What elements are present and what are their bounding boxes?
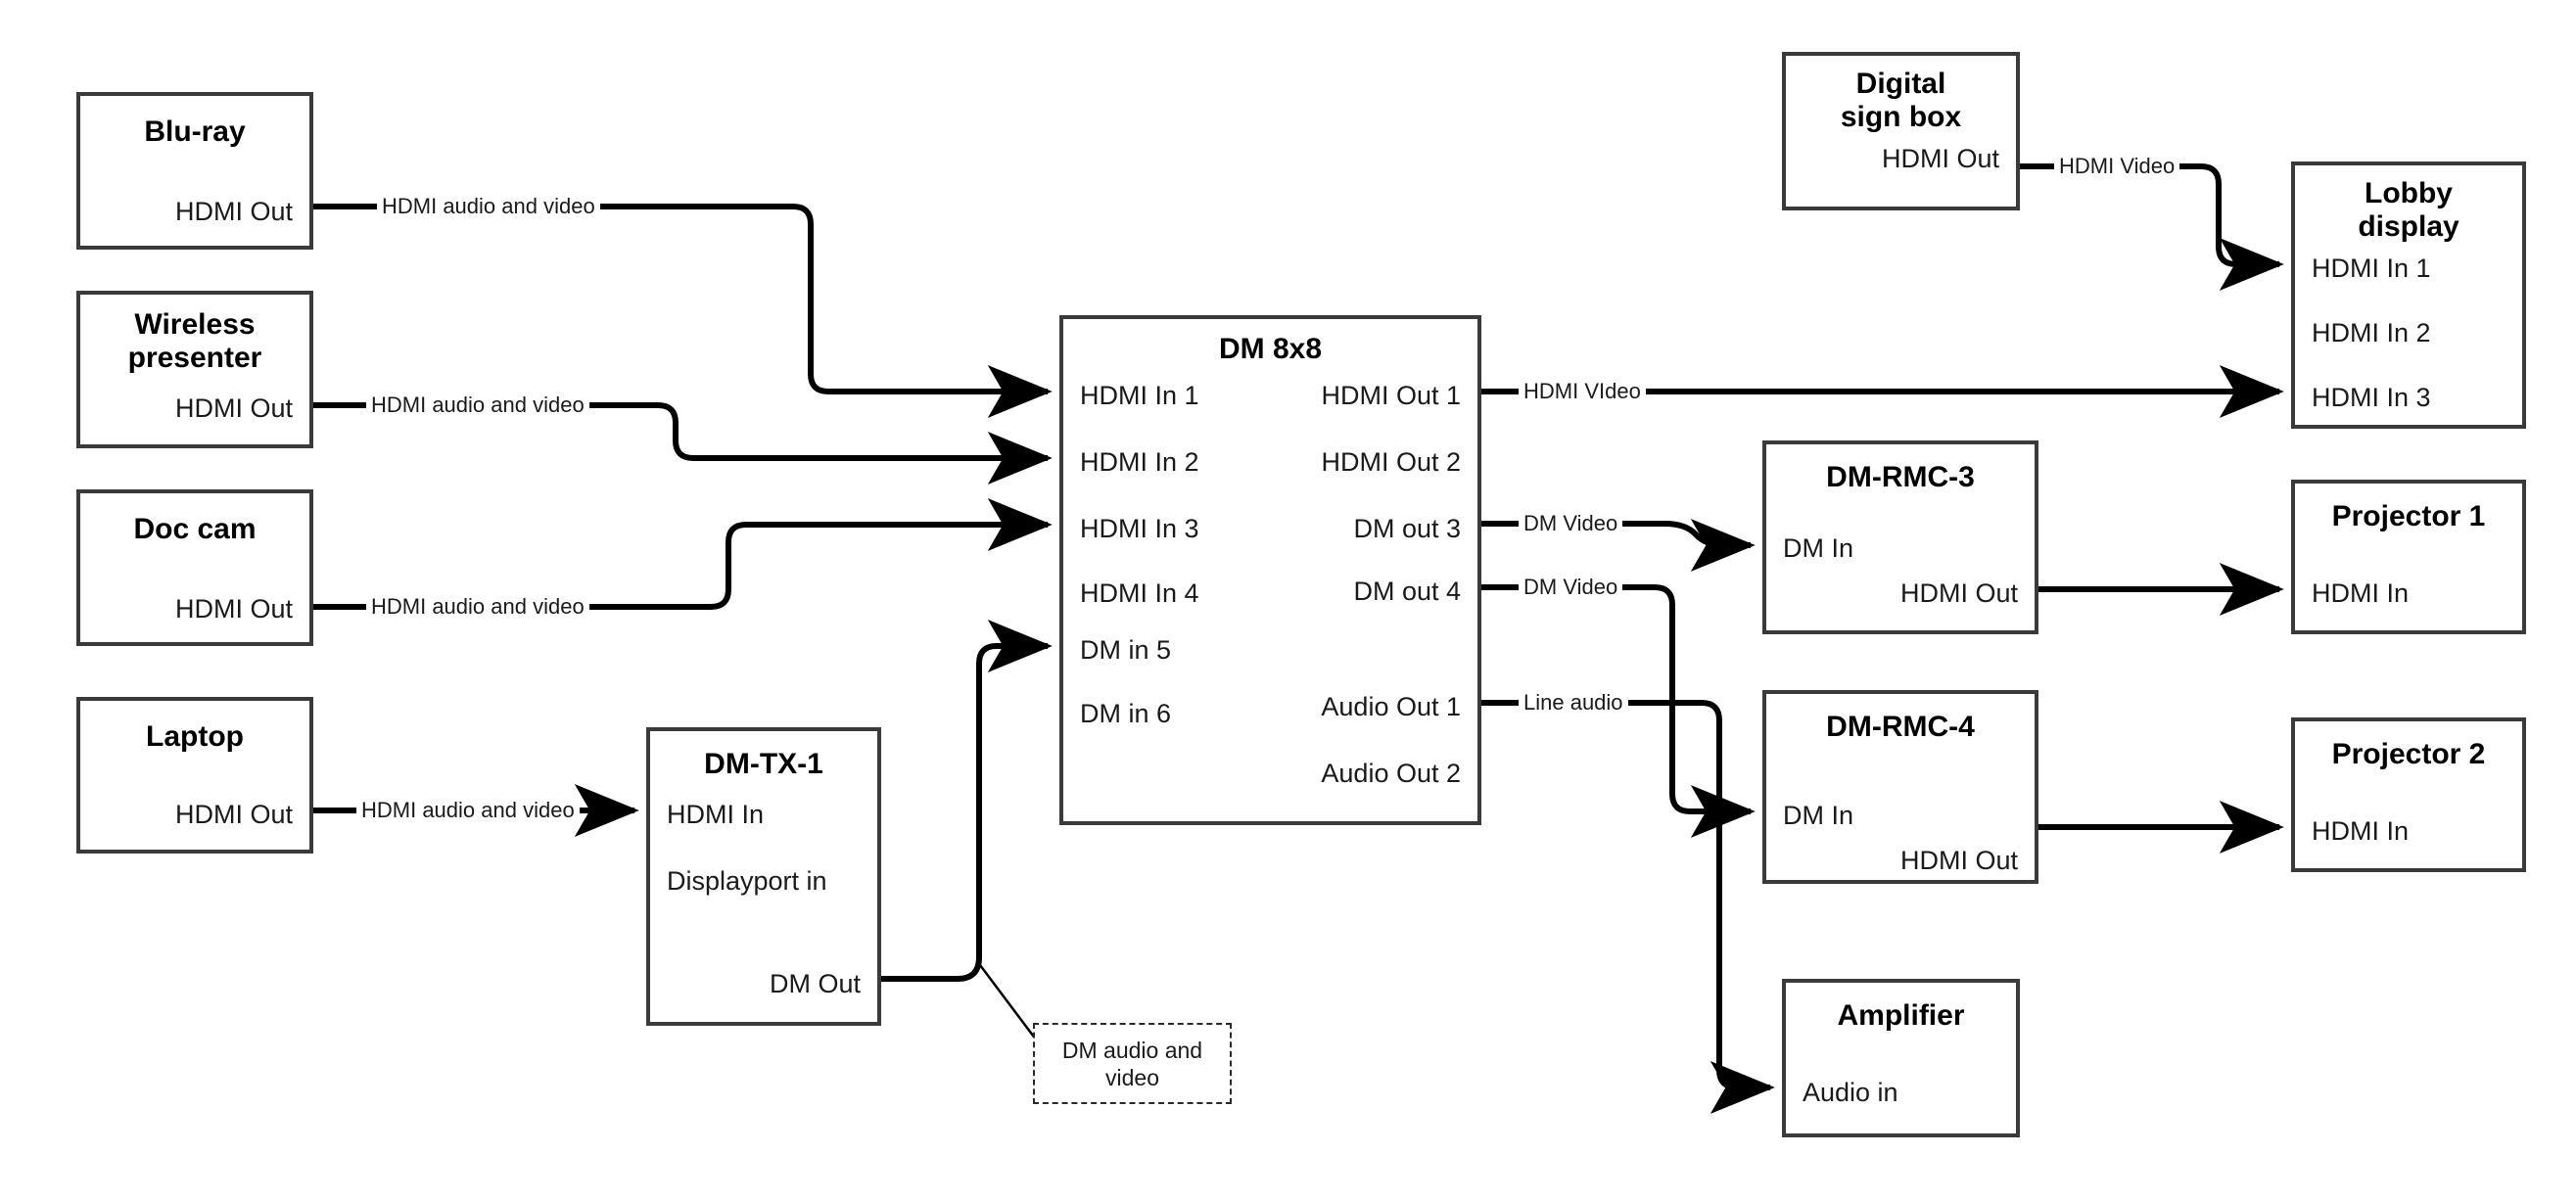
wire-wireless-to-dm8x8 xyxy=(313,402,1053,485)
wire-bluray-to-dm8x8 xyxy=(313,204,1053,418)
node-dm-8x8-port-dm-in-5: DM in 5 xyxy=(1080,635,1172,665)
wire-label-laptop: HDMI audio and video xyxy=(356,799,580,822)
node-projector-1-title: Projector 1 xyxy=(2331,500,2486,532)
node-lobby-display[interactable]: Lobby display HDMI In 1 HDMI In 2 HDMI I… xyxy=(2291,162,2526,429)
node-dm-8x8-port-audio-out-1: Audio Out 1 xyxy=(1321,692,1461,721)
node-dm-8x8[interactable]: DM 8x8 HDMI In 1 HDMI In 2 HDMI In 3 HDM… xyxy=(1059,315,1481,825)
node-dm-8x8-port-dm-in-6: DM in 6 xyxy=(1080,699,1172,728)
node-dm-8x8-port-hdmi-in-2: HDMI In 2 xyxy=(1080,447,1199,477)
node-doc-cam-port-hdmi-out: HDMI Out xyxy=(174,594,293,624)
node-amplifier-title: Amplifier xyxy=(1837,999,1965,1032)
node-dm-8x8-port-hdmi-in-3: HDMI In 3 xyxy=(1080,514,1199,543)
node-dm-8x8-port-hdmi-out-1: HDMI Out 1 xyxy=(1321,381,1461,410)
node-dm-tx-1-port-hdmi-in: HDMI In xyxy=(667,800,765,829)
node-lobby-display-title: Lobby display xyxy=(2358,177,2459,243)
node-bluray-title: Blu-ray xyxy=(144,115,246,148)
node-dm-rmc-4-title: DM-RMC-4 xyxy=(1826,711,1975,743)
wire-dm8x8-out3-to-rmc3 xyxy=(1481,519,1756,572)
wire-label-sign-to-lobby: HDMI Video xyxy=(2054,155,2180,178)
node-projector-1-port-hdmi-in: HDMI In xyxy=(2312,578,2410,608)
node-dm-8x8-port-audio-out-2: Audio Out 2 xyxy=(1321,759,1461,788)
node-doc-cam[interactable]: Doc cam HDMI Out xyxy=(76,489,313,646)
node-dm-rmc-4[interactable]: DM-RMC-4 DM In HDMI Out xyxy=(1762,690,2038,884)
node-dm-tx-1-port-displayport-in: Displayport in xyxy=(667,866,827,896)
wire-label-audio-out1: Line audio xyxy=(1519,691,1628,715)
node-dm-tx-1[interactable]: DM-TX-1 HDMI In Displayport in DM Out xyxy=(646,727,881,1026)
node-dm-tx-1-port-dm-out: DM Out xyxy=(769,969,861,998)
node-laptop[interactable]: Laptop HDMI Out xyxy=(76,697,313,854)
wire-label-bluray: HDMI audio and video xyxy=(377,195,600,218)
wire-sign-to-lobby xyxy=(2020,163,2284,291)
node-laptop-port-hdmi-out: HDMI Out xyxy=(174,800,293,829)
wire-label-dm-out1: HDMI VIdeo xyxy=(1519,380,1646,403)
node-digital-sign-box-title: Digital sign box xyxy=(1840,68,1962,133)
node-amplifier-port-audio-in: Audio in xyxy=(1803,1078,1898,1107)
node-wireless-presenter-title: Wireless presenter xyxy=(127,308,262,374)
node-lobby-display-port-hdmi-in-1: HDMI In 1 xyxy=(2312,254,2431,283)
node-wireless-presenter[interactable]: Wireless presenter HDMI Out xyxy=(76,291,313,448)
node-bluray[interactable]: Blu-ray HDMI Out xyxy=(76,92,313,250)
node-dm-rmc-4-port-hdmi-out: HDMI Out xyxy=(1899,846,2018,875)
node-lobby-display-port-hdmi-in-3: HDMI In 3 xyxy=(2312,383,2431,412)
node-projector-1[interactable]: Projector 1 HDMI In xyxy=(2291,480,2526,634)
node-projector-2-port-hdmi-in: HDMI In xyxy=(2312,816,2410,846)
wire-label-dm-out4: DM Video xyxy=(1519,576,1623,599)
node-dm-rmc-3[interactable]: DM-RMC-3 DM In HDMI Out xyxy=(1762,440,2038,634)
wire-dmtx1-to-dm8x8 xyxy=(881,620,1053,982)
node-digital-sign-box-port-hdmi-out: HDMI Out xyxy=(1881,144,1999,173)
wire-label-doccam: HDMI audio and video xyxy=(366,595,589,619)
node-dm-8x8-title: DM 8x8 xyxy=(1218,333,1323,365)
node-dm-8x8-port-dm-out-3: DM out 3 xyxy=(1353,514,1461,543)
node-dm-rmc-3-port-hdmi-out: HDMI Out xyxy=(1899,578,2018,608)
node-doc-cam-title: Doc cam xyxy=(133,513,257,545)
node-amplifier[interactable]: Amplifier Audio in xyxy=(1782,979,2020,1137)
node-lobby-display-port-hdmi-in-2: HDMI In 2 xyxy=(2312,318,2431,347)
wire-label-wireless: HDMI audio and video xyxy=(366,393,589,417)
node-digital-sign-box[interactable]: Digital sign box HDMI Out xyxy=(1782,52,2020,210)
node-dm-rmc-3-port-dm-in: DM In xyxy=(1783,533,1854,563)
wire-dm8x8-audio1-to-amp xyxy=(1481,700,1775,1114)
annotation-dm-audio-video: DM audio and video xyxy=(1033,1023,1232,1104)
wire-dm8x8-out4-to-rmc4 xyxy=(1481,584,1756,838)
node-dm-8x8-port-hdmi-in-4: HDMI In 4 xyxy=(1080,578,1199,608)
node-dm-8x8-port-hdmi-in-1: HDMI In 1 xyxy=(1080,381,1199,410)
node-dm-rmc-4-port-dm-in: DM In xyxy=(1783,801,1854,830)
wire-doccam-to-dm8x8 xyxy=(313,498,1053,610)
node-dm-tx-1-title: DM-TX-1 xyxy=(704,748,823,780)
node-laptop-title: Laptop xyxy=(146,720,244,753)
node-projector-2[interactable]: Projector 2 HDMI In xyxy=(2291,717,2526,872)
wire-label-dm-out3: DM Video xyxy=(1519,512,1623,535)
node-bluray-port-hdmi-out: HDMI Out xyxy=(174,197,293,226)
node-projector-2-title: Projector 2 xyxy=(2331,738,2486,770)
node-wireless-presenter-port-hdmi-out: HDMI Out xyxy=(174,393,293,423)
node-dm-rmc-3-title: DM-RMC-3 xyxy=(1826,461,1975,493)
node-dm-8x8-port-dm-out-4: DM out 4 xyxy=(1353,577,1461,606)
node-dm-8x8-port-hdmi-out-2: HDMI Out 2 xyxy=(1321,447,1461,477)
